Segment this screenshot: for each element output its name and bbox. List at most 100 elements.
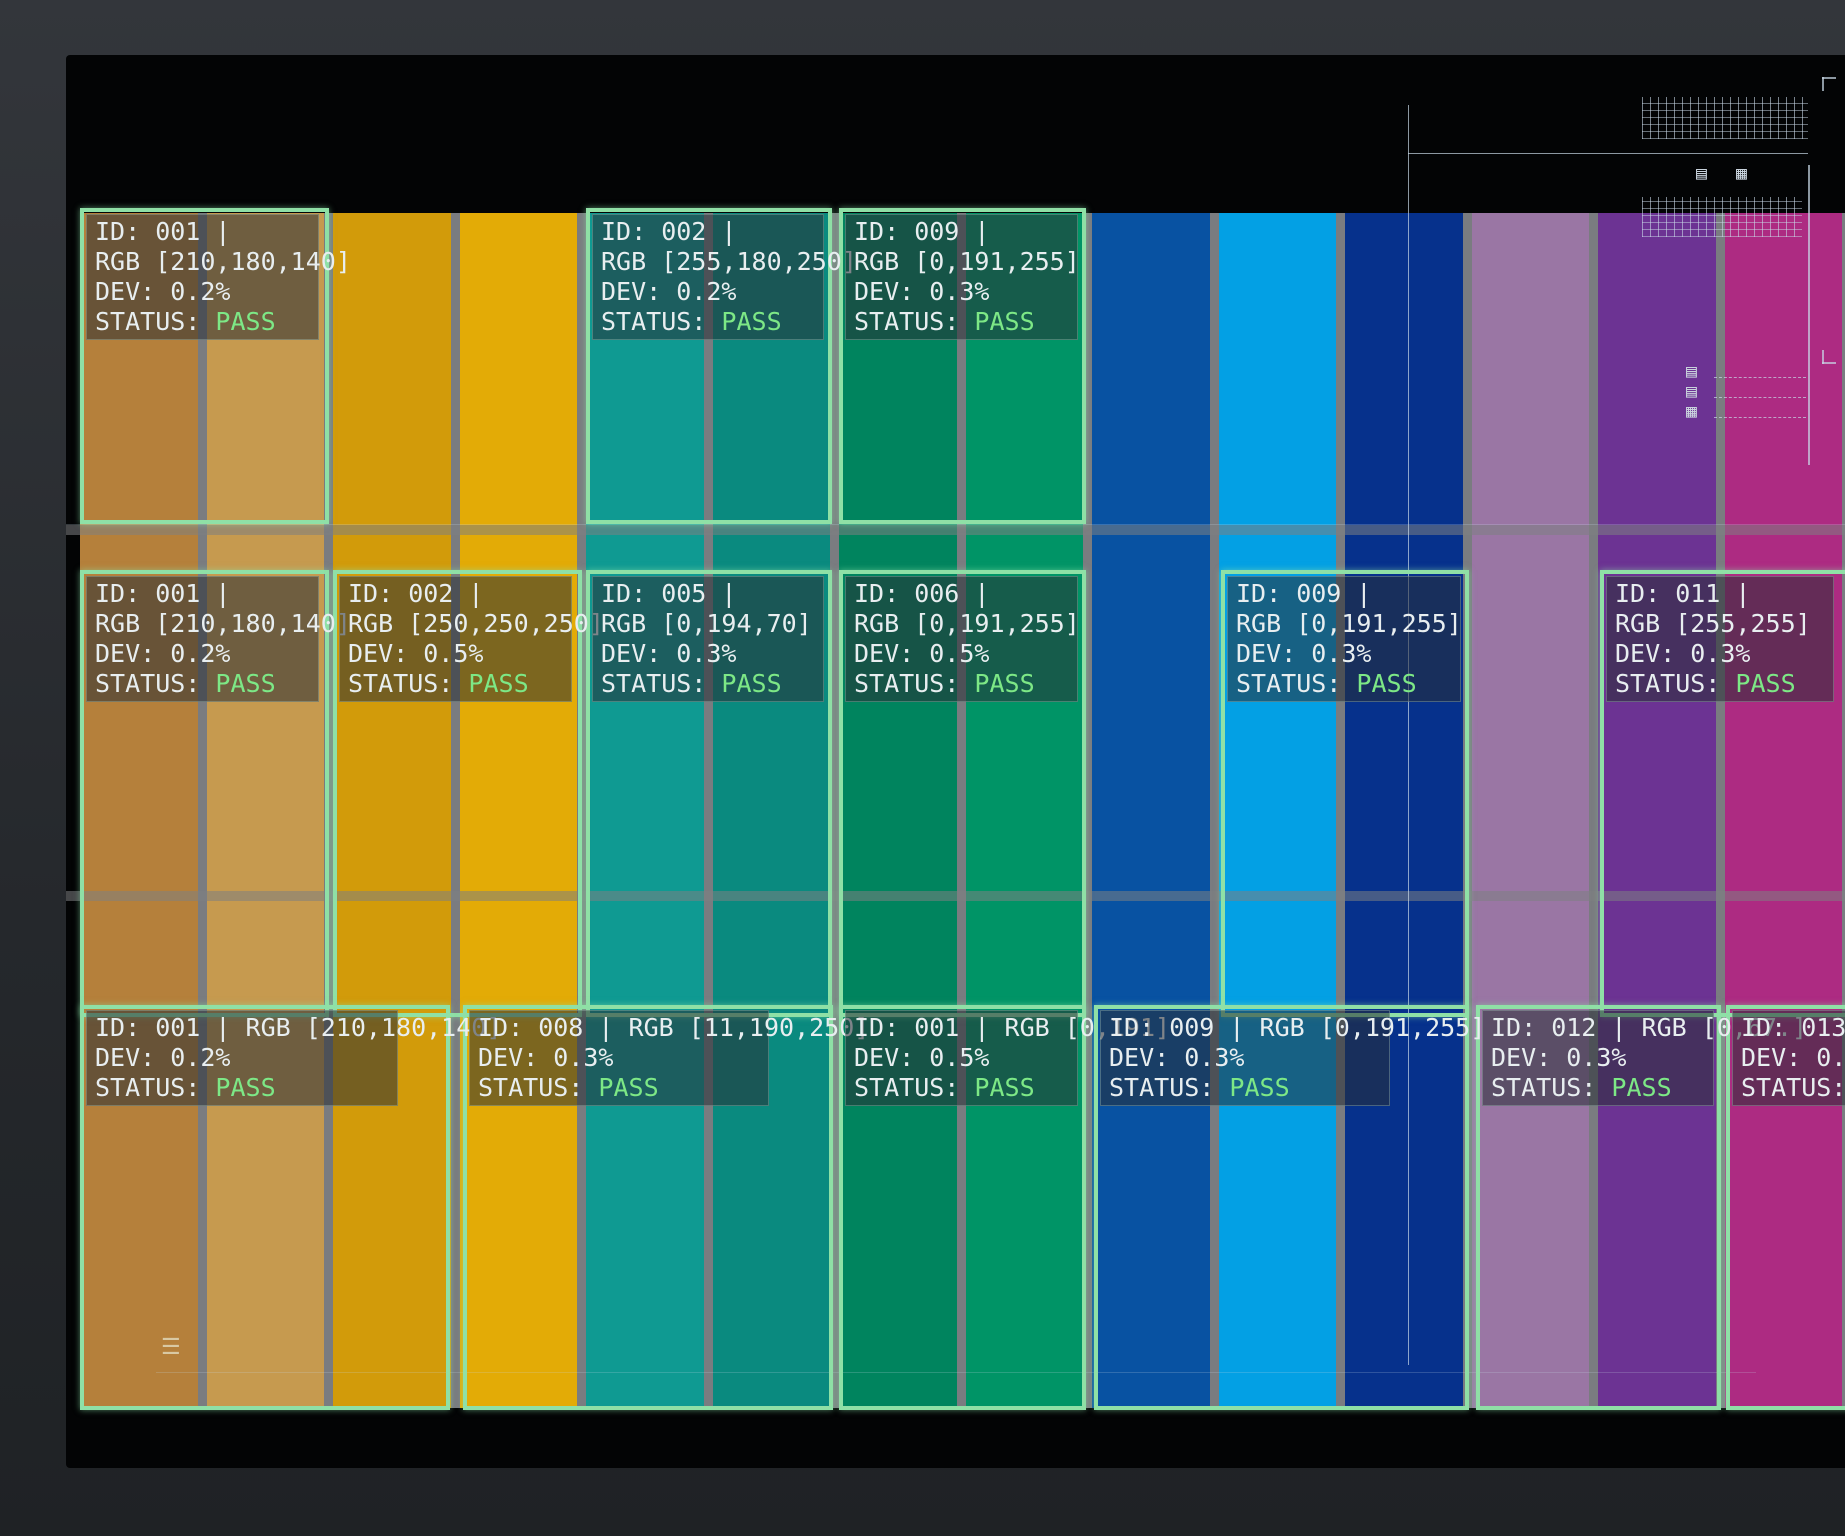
status-pass: PASS: [215, 669, 276, 698]
sample-deviation: DEV: 0.3%: [1236, 639, 1372, 668]
detection-box[interactable]: [80, 1005, 450, 1410]
sample-rgb: RGB [250,250,250]: [348, 609, 604, 638]
status-label: STATUS:: [854, 1073, 975, 1102]
detection-box[interactable]: [839, 208, 1086, 524]
hud-baseline: [156, 1372, 1756, 1373]
sample-info-label: ID: 013 | R DEV: 0.5% STATUS: P: [1732, 1010, 1845, 1106]
sample-deviation: DEV: 0.3%: [601, 639, 737, 668]
document-icon: ▤: [1686, 361, 1697, 382]
color-stripe: [206, 213, 324, 1408]
sample-deviation: DEV: 0.5%: [854, 639, 990, 668]
hud-bracket-line: [1808, 165, 1810, 465]
sample-deviation: DEV: 0.3%: [1615, 639, 1751, 668]
status-pass: PASS: [974, 669, 1035, 698]
sample-id: ID: 009 |: [1236, 579, 1372, 608]
stripe-separator: [1842, 213, 1845, 1408]
detection-box[interactable]: [1094, 1005, 1469, 1410]
status-pass: PASS: [974, 307, 1035, 336]
sample-rgb: RGB [255,180,250]: [601, 247, 857, 276]
sample-id-rgb: ID: 009 | RGB [0,191,255]: [1109, 1013, 1486, 1042]
hud-vertical-line: [1408, 105, 1409, 1365]
stripe-separator: [1209, 213, 1219, 1408]
status-label: STATUS:: [601, 669, 722, 698]
status-pass: PASS: [721, 669, 782, 698]
document-icon[interactable]: ▤: [1696, 163, 1707, 184]
sample-id-rgb: ID: 001 | RGB [210,180,140]: [95, 1013, 502, 1042]
color-stripe: [965, 213, 1083, 1408]
status-pass: PASS: [1611, 1073, 1672, 1102]
color-stripe: [586, 213, 704, 1408]
detection-box[interactable]: [1600, 570, 1845, 1017]
sample-info-label: ID: 002 | RGB [255,180,250] DEV: 0.2% ST…: [592, 214, 857, 340]
stripe-separator: [197, 213, 207, 1408]
color-stripe: [1345, 213, 1463, 1408]
sample-info-label: ID: 002 | RGB [250,250,250] DEV: 0.5% ST…: [339, 576, 604, 702]
status-label: STATUS:: [478, 1073, 599, 1102]
sample-info-label: ID: 001 | RGB [0,191] DEV: 0.5% STATUS: …: [845, 1010, 1170, 1106]
sample-info-label: ID: 001 | RGB [210,180,140] DEV: 0.2% ST…: [86, 576, 351, 702]
row-divider: [66, 525, 1845, 535]
sample-info-label: ID: 009 | RGB [0,191,255] DEV: 0.3% STAT…: [1100, 1010, 1485, 1106]
sample-id-rgb: ID: 008 | RGB [11,190,250]: [478, 1013, 870, 1042]
color-stripe: [1471, 213, 1589, 1408]
status-pass: PASS: [1229, 1073, 1290, 1102]
status-label: STATUS:: [95, 307, 216, 336]
status-pass: PASS: [215, 307, 276, 336]
detection-box[interactable]: [839, 1005, 1086, 1410]
status-label: STATUS:: [348, 669, 469, 698]
hud-corner-mark: [1822, 350, 1824, 364]
color-stripe: [333, 213, 451, 1408]
stripe-separator: [450, 213, 460, 1408]
status-label: STATUS:: [854, 307, 975, 336]
hud-connector: [1714, 417, 1806, 419]
status-pass: PASS: [468, 669, 529, 698]
hud-connector: [1714, 377, 1806, 379]
status-label: STATUS:: [95, 669, 216, 698]
status-label: STATUS:: [601, 307, 722, 336]
sample-info-label: ID: 006 | RGB [0,191,255] DEV: 0.5% STAT…: [845, 576, 1080, 702]
hud-grid-mid: [1642, 197, 1802, 237]
sample-deviation: DEV: 0.3%: [478, 1043, 614, 1072]
sample-id: ID: 002 |: [601, 217, 737, 246]
sample-deviation: DEV: 0.2%: [95, 639, 231, 668]
status-label: STATUS:: [1615, 669, 1736, 698]
sample-info-label: ID: 011 | RGB [255,255] DEV: 0.3% STATUS…: [1606, 576, 1834, 702]
detection-box[interactable]: [1476, 1005, 1721, 1410]
sample-id: ID: 011 |: [1615, 579, 1751, 608]
status-label: STATUS:: [1491, 1073, 1612, 1102]
detection-box[interactable]: [80, 208, 329, 524]
sample-rgb: RGB [210,180,140]: [95, 609, 351, 638]
status-label: STATUS:: [1109, 1073, 1230, 1102]
sample-deviation: DEV: 0.2%: [95, 1043, 231, 1072]
sample-deviation: DEV: 0.5%: [1741, 1043, 1845, 1072]
sample-id: ID: 006 |: [854, 579, 990, 608]
sample-info-label: ID: 008 | RGB [11,190,250] DEV: 0.3% STA…: [469, 1010, 869, 1106]
stripe-separator: [1715, 213, 1725, 1408]
detection-box[interactable]: [463, 1005, 833, 1410]
sample-rgb: RGB [210,180,140]: [95, 247, 351, 276]
grid-icon[interactable]: ▦: [1736, 163, 1747, 184]
sample-info-label: ID: 005 | RGB [0,194,70] DEV: 0.3% STATU…: [592, 576, 824, 702]
table-icon: ▦: [1686, 401, 1697, 422]
detection-box[interactable]: [333, 570, 582, 1017]
stripe-separator: [830, 213, 839, 1408]
color-stripe: [459, 213, 577, 1408]
row-divider: [66, 891, 1845, 901]
sample-deviation: DEV: 0.2%: [95, 277, 231, 306]
hud-horizontal-line: [1408, 153, 1808, 154]
detection-box[interactable]: [1726, 1005, 1845, 1410]
sample-id: ID: 002 |: [348, 579, 484, 608]
stripe-separator: [703, 213, 713, 1408]
hud-corner-mark: [1822, 77, 1824, 91]
status-pass: PASS: [1356, 669, 1417, 698]
color-stripe: [1218, 213, 1336, 1408]
status-label: STATUS:: [1236, 669, 1357, 698]
sample-deviation: DEV: 0.3%: [1491, 1043, 1627, 1072]
sample-deviation: DEV: 0.3%: [854, 277, 990, 306]
status-pass: PASS: [1735, 669, 1796, 698]
detection-box[interactable]: [586, 208, 832, 524]
sample-id: ID: 005 |: [601, 579, 737, 608]
sample-deviation: DEV: 0.2%: [601, 277, 737, 306]
sample-deviation: DEV: 0.5%: [854, 1043, 990, 1072]
sample-rgb: RGB [0,191,255]: [1236, 609, 1462, 638]
